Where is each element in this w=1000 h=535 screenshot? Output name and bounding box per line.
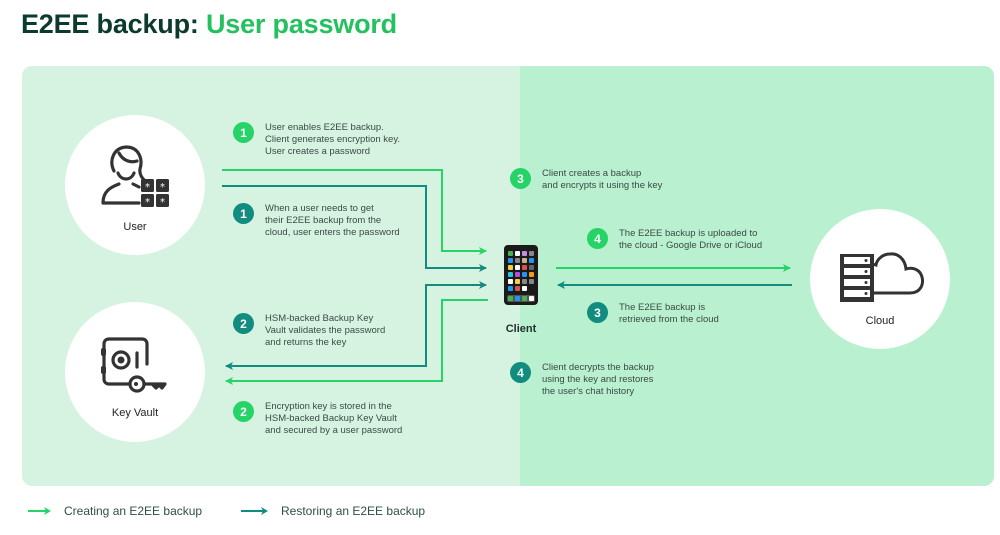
step-number-badge: 4 [587,228,608,249]
app-icon [529,272,534,277]
app-icon [515,279,520,284]
app-icon [522,258,527,263]
cloud-node: Cloud [810,209,950,349]
step-restore-4: 4 Client decrypts the backup using the k… [510,362,654,398]
safe-key-icon [101,337,167,393]
svg-text:*: * [160,197,165,208]
dock-icon [508,296,513,301]
dock-icon [522,296,527,301]
arrow-client-to-vault-create [225,299,488,385]
svg-text:*: * [160,182,165,193]
step-description: When a user needs to get their E2EE back… [265,203,400,238]
app-icon [529,286,534,291]
svg-text:*: * [145,182,150,193]
app-icon [515,286,520,291]
legend-label: Creating an E2EE backup [64,504,203,518]
step-restore-1: 1 When a user needs to get their E2EE ba… [233,203,400,239]
teal-arrow-icon [241,507,268,515]
step-description: The E2EE backup is uploaded to the cloud… [619,228,763,251]
title-highlight: User password [205,9,397,39]
app-icon [529,279,534,284]
green-arrow-icon [28,507,51,515]
arrow-vault-to-client-restore [226,281,487,367]
step-restore-3: 3 The E2EE backup is retrieved from the … [587,302,719,326]
step-number-badge: 2 [233,313,254,334]
app-icon [529,251,534,256]
app-icon [522,265,527,270]
step-create-4: 4 The E2EE backup is uploaded to the clo… [587,228,762,252]
server-cloud-icon [840,252,924,302]
user-password-icon: * * * * [101,145,169,208]
cloud-label: Cloud [865,315,895,327]
app-icon [508,272,513,277]
svg-text:*: * [145,197,150,208]
step-description: Client decrypts the backup using the key… [542,362,654,397]
step-number-badge: 3 [587,302,608,323]
key-vault-node: Key Vault [65,302,205,442]
app-icon [508,265,513,270]
legend-label: Restoring an E2EE backup [281,504,426,518]
app-icon [522,286,527,291]
step-description: HSM-backed Backup Key Vault validates th… [265,313,386,348]
app-icon [529,258,534,263]
arrow-user-to-client-create [222,169,487,255]
dock-icon [529,296,534,301]
step-create-2: 2 Encryption key is stored in the HSM-ba… [233,401,402,437]
app-icon [522,272,527,277]
user-node: * * * * User [65,115,205,255]
step-create-3: 3 Client creates a backup and encrypts i… [510,168,662,192]
step-number-badge: 3 [510,168,531,189]
app-icon [508,251,513,256]
step-number-badge: 2 [233,401,254,422]
app-icon [529,265,534,270]
dock-icon [515,296,520,301]
step-description: The E2EE backup is retrieved from the cl… [619,302,719,325]
smartphone-icon [504,245,538,305]
page-title: E2EE backup: User password [21,9,397,40]
app-icon [522,279,527,284]
step-description: Client creates a backup and encrypts it … [542,168,663,191]
step-description: Encryption key is stored in the HSM-back… [265,401,403,436]
app-icon [508,286,513,291]
step-restore-2: 2 HSM-backed Backup Key Vault validates … [233,313,385,349]
title-prefix: E2EE backup: [21,9,199,39]
step-description: User enables E2EE backup. Client generat… [265,122,401,157]
app-icon [508,258,513,263]
app-icon [515,251,520,256]
step-number-badge: 1 [233,203,254,224]
app-icon [515,265,520,270]
user-label: User [123,221,147,233]
app-icon [515,272,520,277]
legend-item-restore: Restoring an E2EE backup [241,504,425,518]
step-number-badge: 4 [510,362,531,383]
step-number-badge: 1 [233,122,254,143]
arrow-user-to-client-restore [222,185,487,272]
key-vault-label: Key Vault [111,407,159,419]
step-create-1: 1 User enables E2EE backup. Client gener… [233,122,400,158]
client-label: Client [505,323,537,335]
app-icon [515,258,520,263]
app-icon [522,251,527,256]
legend-item-create: Creating an E2EE backup [28,504,202,518]
app-icon [508,279,513,284]
